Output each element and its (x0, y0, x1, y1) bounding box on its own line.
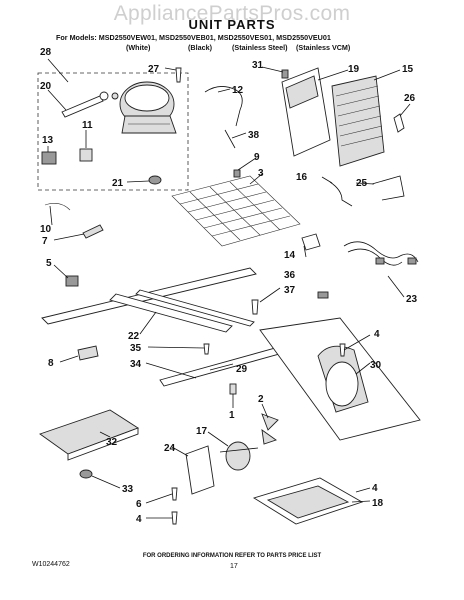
callout-4-upper: 4 (374, 329, 380, 340)
callout-18: 18 (372, 498, 384, 509)
compressor (119, 81, 177, 134)
part-27-screw (175, 67, 182, 83)
ordering-info-footer: FOR ORDERING INFORMATION REFER TO PARTS … (142, 553, 322, 559)
models-line: For Models: MSD2550VEW01, MSD2550VEB01, … (56, 33, 331, 42)
part-12-cap (111, 92, 119, 100)
part-11-block (79, 148, 93, 162)
callout-27: 27 (148, 64, 160, 75)
callout-10: 10 (40, 224, 52, 235)
part-38-tube (224, 129, 236, 149)
part-19-cover (281, 67, 331, 157)
part-16-wire (329, 181, 353, 207)
model-variants: (White) (Black) (Stainless Steel) (Stainles… (126, 43, 350, 52)
part-23-harness (317, 241, 419, 299)
part-17-fan-motor (219, 441, 259, 471)
variant-black: (Black) (188, 43, 212, 52)
callout-4-right: 4 (372, 483, 378, 494)
part-9-clip (233, 169, 241, 178)
callout-33: 33 (122, 484, 134, 495)
callout-35: 35 (130, 343, 142, 354)
part-21-grommet (148, 175, 162, 185)
leader-lines (47, 58, 411, 519)
callout-1: 1 (229, 410, 235, 421)
callout-22: 22 (128, 331, 140, 342)
callout-17: 17 (196, 426, 208, 437)
callout-23: 23 (406, 294, 418, 305)
part-33-foot (79, 469, 93, 479)
document-part-number: W10244762 (32, 561, 70, 568)
callout-11: 11 (82, 120, 93, 131)
watermark: AppliancePartsPros.com (113, 2, 351, 25)
part-8-pad (77, 345, 99, 361)
part-5-mount (65, 275, 79, 287)
part-1-part (229, 383, 237, 395)
callout-28: 28 (40, 47, 52, 58)
callout-31: 31 (252, 60, 264, 71)
callout-7: 7 (42, 236, 48, 247)
part-12-tube (204, 86, 243, 127)
callout-4-lower: 4 (136, 514, 142, 525)
callout-13: 13 (42, 135, 54, 146)
part-2-fan-blade (261, 413, 279, 445)
page-title: UNIT PARTS (188, 17, 276, 32)
variant-stainless-steel: (Stainless Steel) (232, 43, 288, 52)
part-10-wire (44, 203, 71, 211)
part-3-coil (171, 175, 301, 247)
callout-32: 32 (106, 437, 118, 448)
callout-15: 15 (402, 64, 414, 75)
part-18-drain-pan (252, 477, 364, 525)
part-15-condenser (331, 75, 385, 167)
callout-14: 14 (284, 250, 296, 261)
part-6-screw (171, 487, 178, 501)
callout-25: 25 (356, 178, 368, 189)
part-7-part (82, 224, 104, 239)
callout-19: 19 (348, 64, 360, 75)
part-4-screw-a (339, 343, 346, 357)
page-number: 17 (230, 563, 238, 570)
callout-labels: 28 27 31 19 15 20 12 11 13 38 26 21 9 3 … (40, 47, 418, 525)
callout-26: 26 (404, 93, 416, 104)
callout-37: 37 (284, 285, 296, 296)
callout-38: 38 (248, 130, 260, 141)
callout-34: 34 (130, 359, 142, 370)
callout-36: 36 (284, 270, 296, 281)
callout-20: 20 (40, 81, 52, 92)
part-30-base (259, 317, 421, 441)
variant-white: (White) (126, 43, 151, 52)
part-4-screw-b (171, 511, 178, 525)
callout-12: 12 (232, 85, 244, 96)
callout-24: 24 (164, 443, 176, 454)
part-13-block (41, 151, 57, 165)
callout-29: 29 (236, 364, 248, 375)
part-20-relay (61, 91, 109, 118)
callout-5: 5 (46, 258, 52, 269)
callout-3: 3 (258, 168, 264, 179)
part-26-valve (393, 113, 405, 133)
callout-6: 6 (136, 499, 142, 510)
part-22-frame (41, 267, 257, 333)
part-32-pan (39, 409, 140, 461)
callout-8: 8 (48, 358, 54, 369)
part-37-screw (251, 299, 259, 315)
callout-16: 16 (296, 172, 308, 183)
part-35-screw (203, 343, 210, 355)
part-24-bracket (185, 445, 215, 495)
part-25-tube (371, 175, 405, 201)
callout-30: 30 (370, 360, 382, 371)
callout-2: 2 (258, 394, 264, 405)
callout-21: 21 (112, 178, 124, 189)
part-14-bracket (301, 233, 321, 251)
part-31-clip (281, 69, 289, 79)
variant-stainless-vcm: (Stainless VCM) (296, 43, 351, 52)
callout-9: 9 (254, 152, 260, 163)
